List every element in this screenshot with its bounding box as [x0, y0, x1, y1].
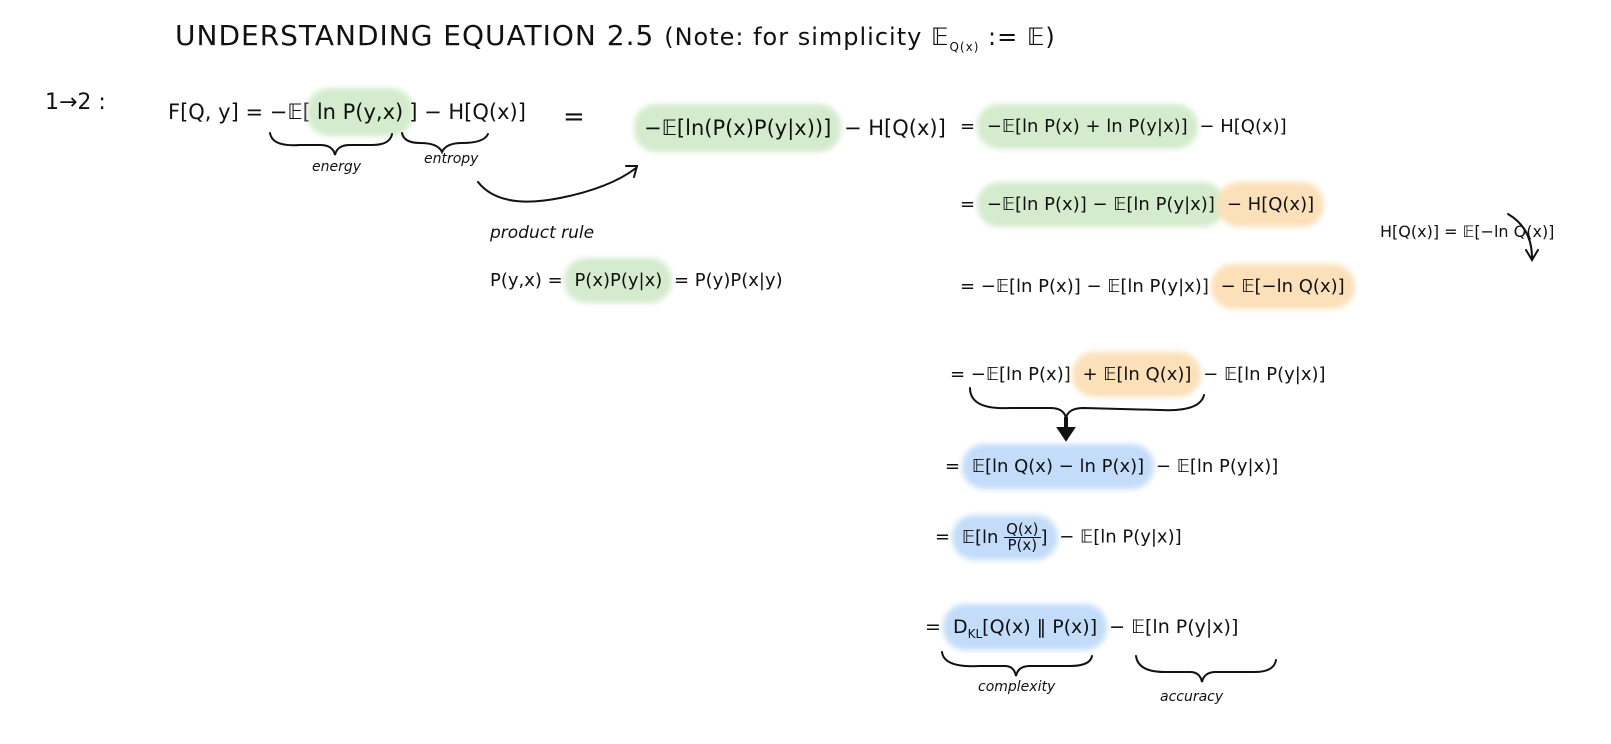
equation-line-4: = −𝔼[ln P(x)] + 𝔼[ln Q(x)] − 𝔼[ln P(y|x)… — [950, 356, 1326, 393]
step-label: 1→2 : — [45, 90, 106, 115]
eq-part: − 𝔼[ln P(y|x)] — [1103, 616, 1239, 638]
energy-brace — [269, 132, 393, 156]
highlight-blue: 𝔼[ln Q(x)P(x)] — [955, 518, 1054, 556]
product-rule-equation: P(y,x) = P(x)P(y|x) = P(y)P(x|y) — [490, 262, 783, 299]
eq-part: = — [925, 616, 947, 638]
complexity-brace — [941, 651, 1093, 677]
equation-line-7: = DKL[Q(x) ‖ P(x)] − 𝔼[ln P(y|x)] — [925, 608, 1239, 646]
title-note: (Note: for simplicity 𝔼Q(x) := 𝔼) — [664, 23, 1056, 54]
numerator: Q(x) — [1004, 520, 1041, 538]
eq-part: ] — [1040, 526, 1048, 548]
accuracy-brace — [1135, 655, 1277, 683]
eq-part: 𝔼[ln — [961, 526, 1005, 548]
equation-line-1b: −𝔼[ln(P(x)P(y|x))] − H[Q(x)] — [638, 108, 946, 148]
eq-part: F[Q, y] = −𝔼[ — [168, 100, 311, 124]
equation-line-3: = −𝔼[ln P(x)] − 𝔼[ln P(y|x)] − 𝔼[−ln Q(x… — [960, 268, 1351, 305]
note-end: := 𝔼) — [979, 23, 1056, 51]
eq-part: = — [945, 456, 966, 477]
highlight-blue: 𝔼[ln Q(x) − ln P(x)] — [965, 448, 1151, 485]
highlight-green: ln P(y,x) — [310, 92, 410, 132]
highlight-orange: − H[Q(x)] — [1220, 186, 1321, 223]
arrow-head — [1525, 249, 1539, 262]
highlight-green: P(x)P(y|x) — [568, 262, 669, 299]
product-rule-label: product rule — [490, 223, 595, 243]
equals-sign: = — [563, 102, 585, 132]
entropy-brace — [401, 132, 489, 155]
eq-part: = −𝔼[ln P(x)] — [950, 364, 1077, 385]
equation-line-5: = 𝔼[ln Q(x) − ln P(x)] − 𝔼[ln P(y|x)] — [945, 448, 1279, 485]
equation-line-1: F[Q, y] = −𝔼[ln P(y,x)] − H[Q(x)] — [168, 92, 526, 132]
highlight-orange: − 𝔼[−ln Q(x)] — [1214, 268, 1351, 305]
eq-part: − 𝔼[ln P(y|x)] — [1197, 364, 1326, 385]
highlight-blue: DKL[Q(x) ‖ P(x)] — [946, 608, 1104, 646]
eq-part: − 𝔼[ln P(y|x)] — [1150, 456, 1279, 477]
eq-part: = — [960, 116, 981, 137]
page-title: UNDERSTANDING EQUATION 2.5 (Note: for si… — [175, 22, 1056, 53]
eq-part: = — [935, 526, 956, 548]
eq-part: = — [960, 194, 981, 215]
fraction: Q(x)P(x) — [1004, 520, 1041, 554]
highlight-green: −𝔼[ln P(x) + ln P(y|x)] — [980, 108, 1194, 145]
entropy-definition-note: H[Q(x)] = 𝔼[−ln Q(x)] — [1380, 222, 1555, 241]
down-arrow-head — [1056, 427, 1076, 442]
highlight-green: −𝔼[ln P(x)] − 𝔼[ln P(y|x)] — [980, 186, 1221, 223]
eq-part: P(y,x) = — [490, 270, 569, 291]
eq-part: − H[Q(x)] — [837, 116, 946, 140]
eq-part: [Q(x) ‖ P(x)] — [982, 616, 1098, 638]
energy-label: energy — [312, 159, 362, 175]
equation-line-6: = 𝔼[ln Q(x)P(x)] − 𝔼[ln P(y|x)] — [935, 518, 1182, 556]
product-rule-arrow — [477, 167, 637, 203]
note-text: (Note: for simplicity 𝔼 — [664, 23, 950, 51]
equation-line-1c: = −𝔼[ln P(x) + ln P(y|x)] − H[Q(x)] — [960, 108, 1287, 145]
title-text: UNDERSTANDING EQUATION 2.5 — [175, 19, 655, 52]
entropy-label: entropy — [424, 151, 479, 167]
accuracy-label: accuracy — [1160, 689, 1224, 705]
highlight-green: −𝔼[ln(P(x)P(y|x))] — [638, 108, 838, 148]
arrow-head — [625, 165, 639, 178]
eq-part: = −𝔼[ln P(x)] − 𝔼[ln P(y|x)] — [960, 276, 1215, 297]
complexity-label: complexity — [978, 679, 1056, 695]
highlight-orange: + 𝔼[ln Q(x)] — [1076, 356, 1198, 393]
eq-part: ] − H[Q(x)] — [409, 100, 526, 124]
eq-part: = P(y)P(x|y) — [668, 270, 783, 291]
kl-subscript: KL — [967, 626, 983, 641]
kl-divergence-symbol: D — [952, 616, 968, 638]
note-sub: Q(x) — [949, 39, 980, 54]
eq-part: − 𝔼[ln P(y|x)] — [1053, 526, 1182, 548]
equation-line-2: = −𝔼[ln P(x)] − 𝔼[ln P(y|x)]− H[Q(x)] — [960, 186, 1321, 223]
denominator: P(x) — [1007, 536, 1038, 554]
eq-part: − H[Q(x)] — [1193, 116, 1287, 137]
